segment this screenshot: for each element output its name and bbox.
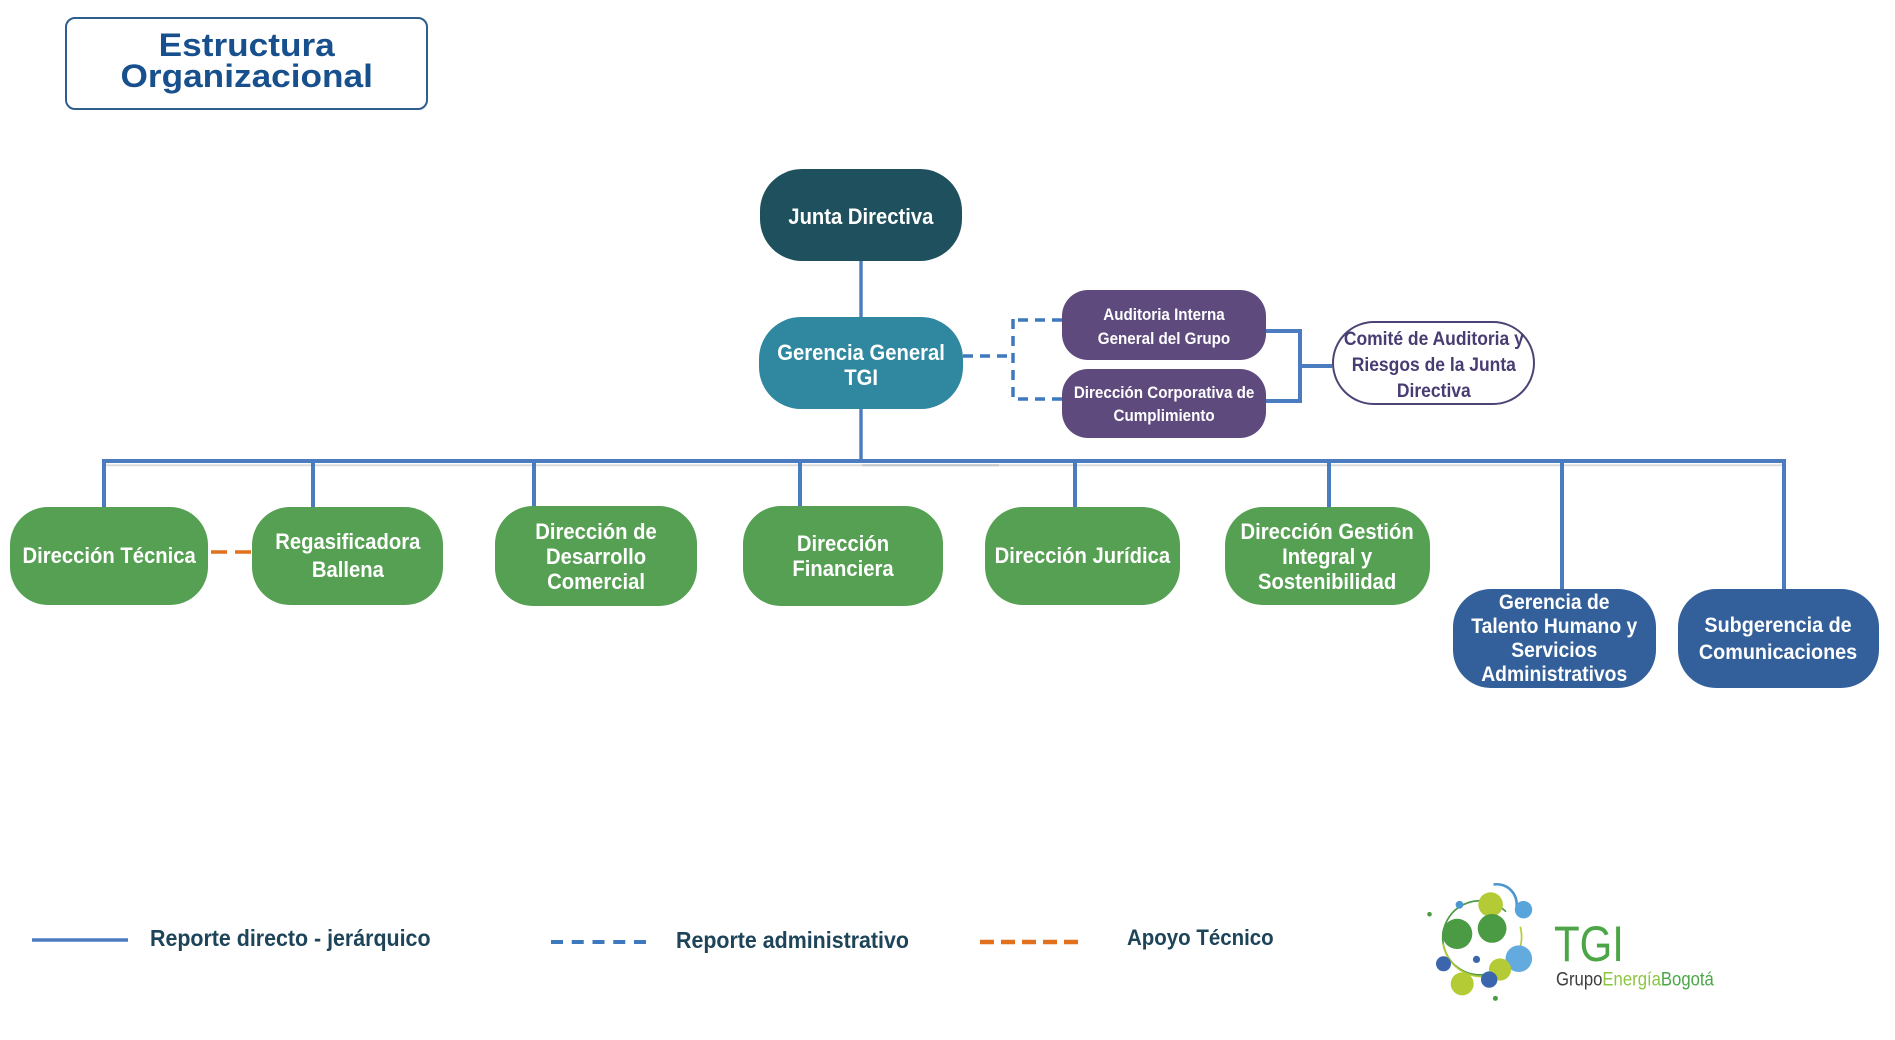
svg-text:TGI: TGI [1554,916,1624,972]
svg-text:GrupoEnergíaBogotá: GrupoEnergíaBogotá [1556,969,1714,990]
